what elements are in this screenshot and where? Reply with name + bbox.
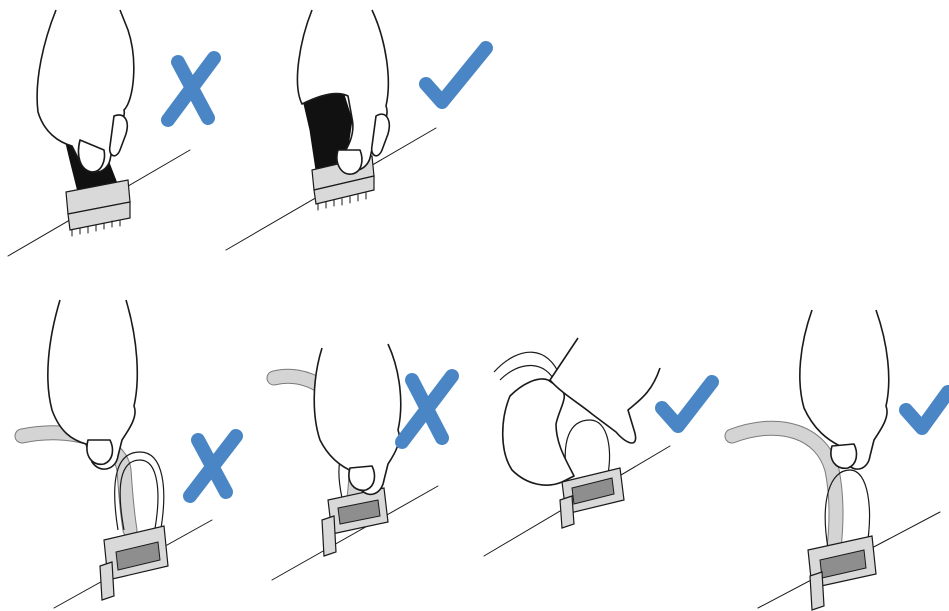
latching-plug-connector (808, 536, 876, 610)
panel-bottom-2 (272, 344, 452, 580)
hand-left (503, 379, 574, 485)
latching-plug-connector (322, 488, 388, 556)
cross-icon (190, 436, 236, 496)
ribbon-header-connector (66, 180, 130, 236)
panel-bottom-3 (484, 338, 712, 556)
check-icon (426, 48, 486, 102)
hand (37, 10, 134, 172)
panel-bottom-4 (732, 310, 948, 610)
cross-icon (402, 376, 452, 442)
hand (314, 344, 401, 494)
hand (297, 10, 389, 174)
hand (48, 300, 137, 469)
latching-plug-connector (100, 526, 168, 600)
panel-top-2 (226, 10, 486, 250)
check-icon (662, 382, 712, 426)
hand-right (550, 338, 660, 443)
panel-top-1 (8, 10, 214, 256)
panel-bottom-1 (22, 300, 236, 608)
cross-icon (168, 58, 214, 120)
cable-bundle (732, 428, 836, 548)
check-icon (906, 392, 948, 428)
